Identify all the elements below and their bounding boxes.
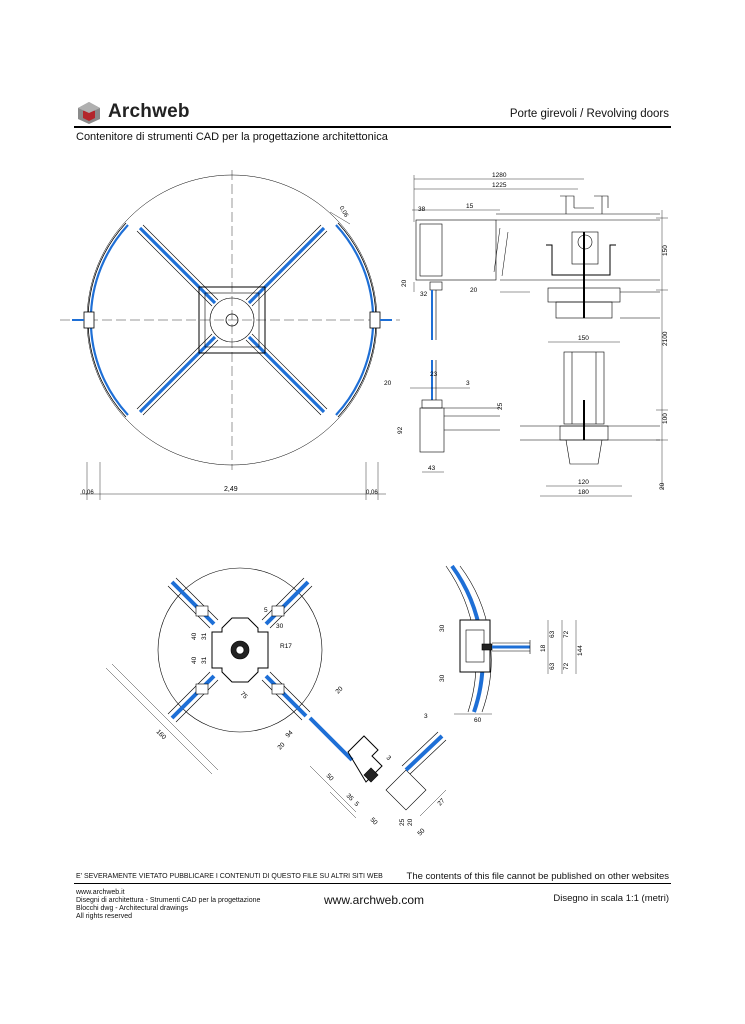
svg-text:20: 20 (276, 741, 286, 751)
leaf-detail (308, 716, 447, 819)
svg-text:20: 20 (470, 287, 478, 294)
svg-text:144: 144 (577, 645, 584, 656)
svg-text:72: 72 (563, 662, 570, 670)
svg-text:20: 20 (659, 482, 666, 490)
edge-dims: 30 30 3 60 63 72 18 63 72 144 (424, 624, 584, 724)
leaf-dims: 50 35 5 50 3 27 25 20 50 (325, 754, 447, 837)
footer-warning-italian: E' SEVERAMENTE VIETATO PUBBLICARE I CONT… (76, 873, 383, 880)
svg-text:150: 150 (662, 245, 669, 256)
svg-text:23: 23 (430, 371, 438, 378)
footer-line: All rights reserved (76, 913, 133, 920)
svg-text:R17: R17 (280, 643, 292, 650)
svg-text:30: 30 (276, 623, 284, 630)
dim-leaf-gap: 0,06 (338, 205, 349, 219)
page-subtitle: Contenitore di strumenti CAD per la prog… (76, 131, 388, 143)
svg-text:75: 75 (239, 690, 249, 700)
svg-text:3: 3 (424, 713, 428, 720)
footer-line: Disegni di architettura - Strumenti CAD … (76, 897, 261, 904)
svg-text:27: 27 (436, 797, 446, 807)
svg-text:94: 94 (284, 729, 294, 739)
svg-text:63: 63 (549, 630, 556, 638)
svg-text:15: 15 (466, 203, 474, 210)
footer-divider (74, 883, 671, 884)
svg-text:32: 32 (420, 291, 428, 298)
edge-detail (445, 564, 577, 715)
footer-line: Blocchi dwg - Architectural drawings (76, 905, 189, 912)
svg-text:20: 20 (384, 380, 392, 387)
svg-text:5: 5 (264, 607, 268, 614)
dim-right-gap: 0,06 (366, 490, 378, 496)
svg-text:25: 25 (399, 818, 406, 826)
svg-text:3: 3 (385, 754, 393, 762)
svg-text:31: 31 (201, 656, 208, 664)
svg-text:150: 150 (578, 335, 589, 342)
svg-text:50: 50 (369, 816, 379, 826)
svg-text:35: 35 (345, 792, 355, 802)
svg-text:2100: 2100 (662, 331, 669, 346)
svg-text:38: 38 (418, 206, 426, 213)
header-divider (74, 126, 671, 128)
svg-text:63: 63 (549, 662, 556, 670)
svg-text:40: 40 (191, 656, 198, 664)
section-dims: 1280 1225 38 15 20 32 20 150 2100 150 20… (384, 172, 669, 496)
section-view (410, 175, 668, 497)
svg-text:25: 25 (497, 402, 504, 410)
svg-text:100: 100 (662, 413, 669, 424)
svg-text:60: 60 (474, 717, 482, 724)
svg-text:50: 50 (416, 827, 426, 837)
svg-text:1280: 1280 (492, 172, 507, 179)
svg-text:5: 5 (353, 800, 361, 808)
dim-left-gap: 0,06 (82, 490, 94, 496)
footer-scale: Disegno in scala 1:1 (metri) (553, 893, 669, 904)
svg-text:20: 20 (407, 818, 414, 826)
svg-text:180: 180 (578, 489, 589, 496)
hub-detail (105, 567, 323, 775)
svg-text:20: 20 (401, 279, 408, 287)
svg-text:72: 72 (563, 630, 570, 638)
footer-website: www.archweb.com (324, 893, 425, 907)
svg-text:31: 31 (201, 632, 208, 640)
dim-overall: 2,49 (224, 486, 238, 493)
svg-text:40: 40 (191, 632, 198, 640)
svg-text:20: 20 (334, 685, 344, 695)
plan-view (60, 170, 400, 500)
svg-text:3: 3 (466, 380, 470, 387)
hub-dims: 40 31 40 31 5 30 R17 75 160 20 20 94 (155, 607, 345, 751)
svg-text:30: 30 (439, 674, 446, 682)
footer-warning-english: The contents of this file cannot be publ… (406, 871, 669, 882)
svg-text:120: 120 (578, 479, 589, 486)
archweb-logo-icon (78, 102, 100, 124)
svg-text:30: 30 (439, 624, 446, 632)
svg-text:1225: 1225 (492, 182, 507, 189)
section-title: Porte girevoli / Revolving doors (509, 108, 669, 120)
svg-text:43: 43 (428, 465, 436, 472)
svg-text:18: 18 (540, 644, 547, 652)
svg-text:92: 92 (397, 426, 404, 434)
svg-text:50: 50 (325, 772, 335, 782)
footer-line: www.archweb.it (76, 889, 125, 896)
brand-name: Archweb (108, 101, 190, 122)
svg-text:160: 160 (155, 728, 168, 741)
